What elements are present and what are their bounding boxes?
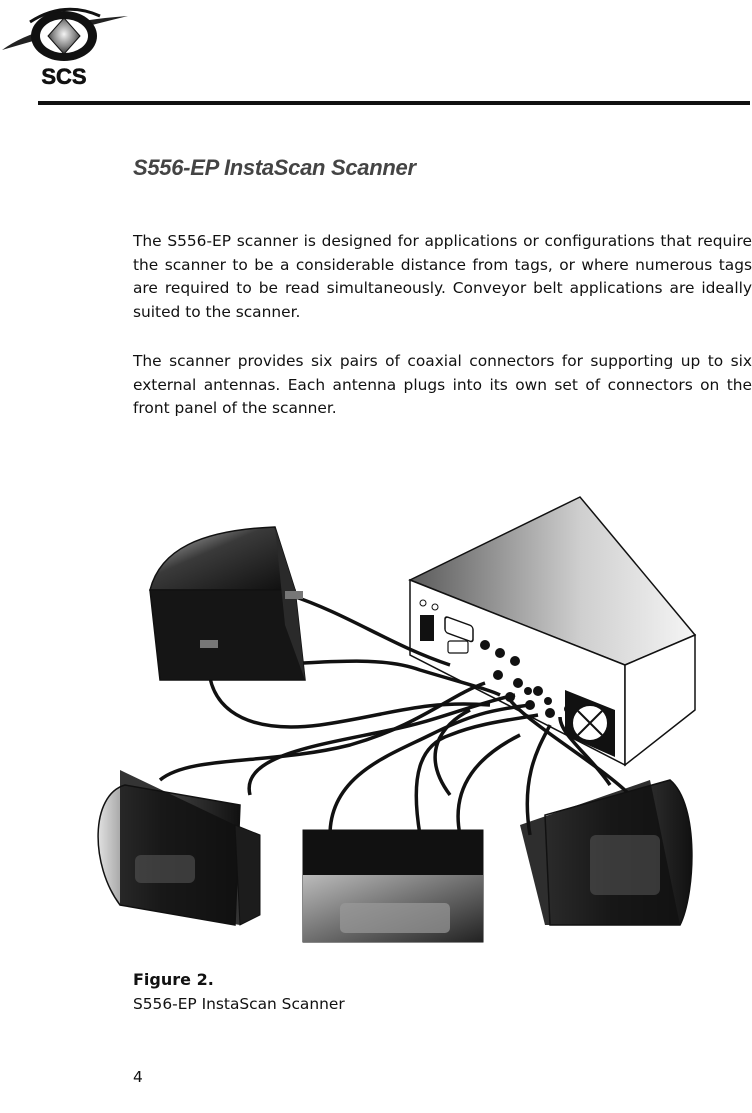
figure-caption: S556-EP InstaScan Scanner bbox=[133, 995, 345, 1013]
header-rule bbox=[38, 101, 750, 105]
antenna-bottom-left bbox=[97, 770, 261, 926]
paragraph-intro: The S556-EP scanner is designed for appl… bbox=[133, 232, 752, 321]
figure-number: Figure 2 bbox=[133, 970, 208, 989]
page-number: 4 bbox=[133, 1068, 143, 1086]
antenna-bottom-right bbox=[520, 779, 693, 926]
paragraph-connectors: The scanner provides six pairs of coaxia… bbox=[133, 352, 752, 417]
antenna-bottom-center bbox=[302, 829, 484, 943]
figure-label-punct: . bbox=[207, 970, 214, 989]
antenna-top-left bbox=[149, 526, 306, 681]
scs-logo: SCS bbox=[2, 7, 128, 89]
page-title: S556-EP InstaScan Scanner bbox=[133, 155, 416, 180]
scanner-illustration bbox=[97, 496, 697, 943]
scanner-unit bbox=[408, 496, 697, 767]
figure-label: Figure 2. bbox=[133, 970, 214, 989]
logo-text: SCS bbox=[41, 64, 86, 89]
